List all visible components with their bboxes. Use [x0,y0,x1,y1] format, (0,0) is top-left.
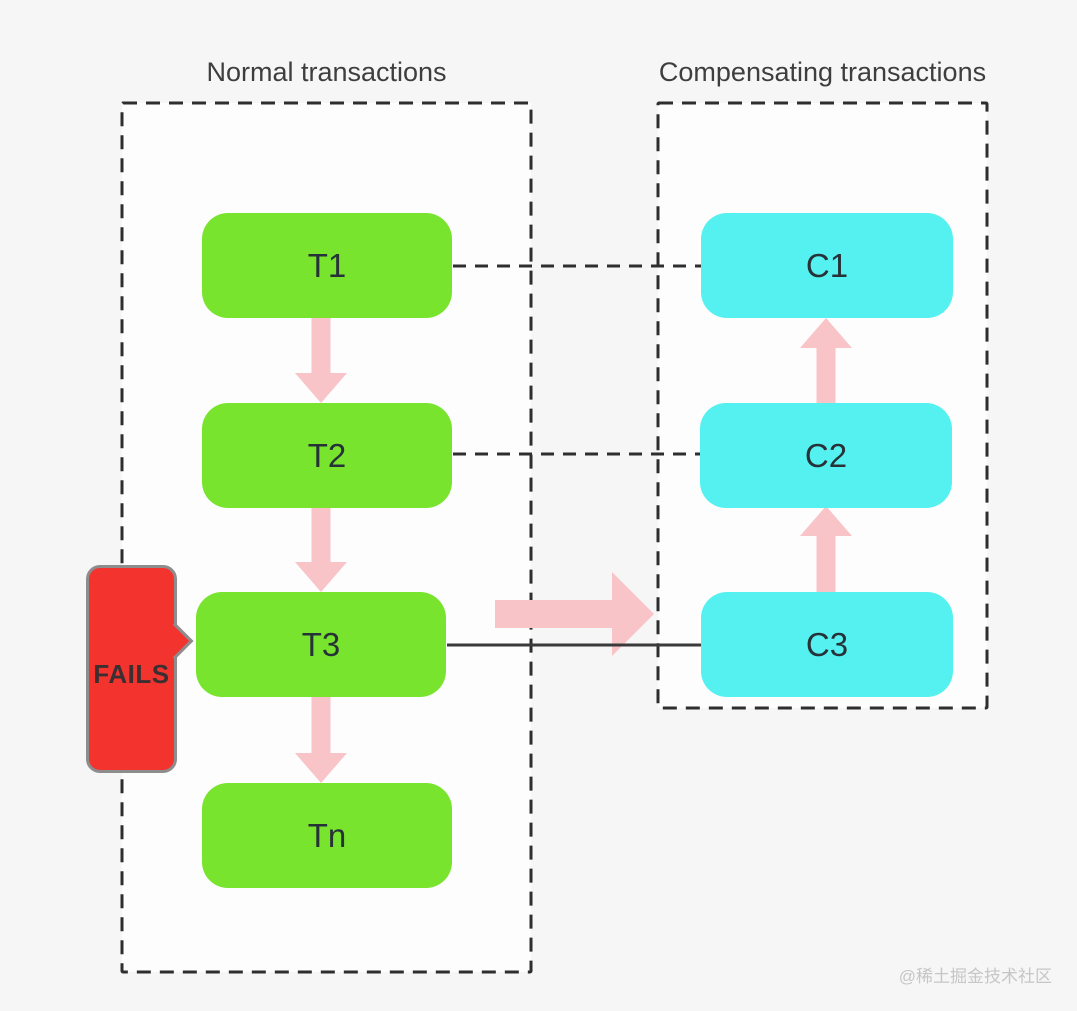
node-c3: C3 [701,592,953,697]
node-c2-label: C2 [804,436,848,474]
fails-callout: FAILS [86,565,194,773]
node-t3: T3 [196,592,446,697]
node-c2: C2 [700,403,952,508]
watermark: @稀土掘金技术社区 [898,967,1052,986]
compensating-transactions-title: Compensating transactions [658,57,987,87]
arrow-t1-to-t2 [295,318,347,403]
node-c3-label: C3 [805,625,849,663]
normal-transactions-title: Normal transactions [206,57,447,87]
arrow-c3-to-c2 [800,506,852,592]
node-t1: T1 [202,213,452,318]
arrow-c2-to-c1 [800,318,852,403]
node-c1: C1 [701,213,953,318]
arrow-t3-to-c3-big [495,572,654,656]
node-c1-label: C1 [805,246,849,284]
node-t2: T2 [202,403,452,508]
node-t3-label: T3 [301,625,341,663]
arrow-t3-to-tn [295,696,347,783]
node-t2-label: T2 [307,436,347,474]
arrow-t2-to-t3 [295,508,347,592]
node-tn: Tn [202,783,452,888]
node-tn-label: Tn [307,816,347,854]
fails-label: FAILS [93,658,170,689]
node-t1-label: T1 [307,246,347,284]
